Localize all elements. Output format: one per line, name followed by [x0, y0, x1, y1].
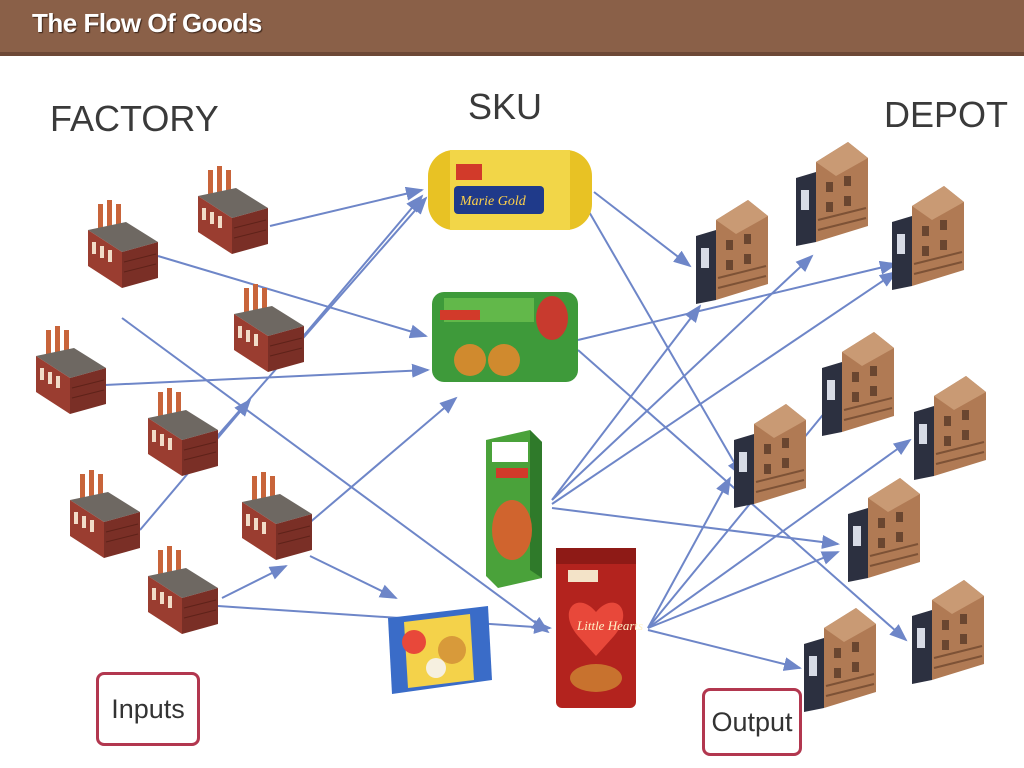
inputs-label: Inputs: [96, 672, 200, 746]
title-bar: The Flow Of Goods: [0, 0, 1024, 56]
page-title: The Flow Of Goods: [32, 8, 262, 38]
factory-icon: [35, 325, 107, 415]
arrows-sku-to-depot: [551, 191, 912, 671]
arrow: [269, 186, 424, 227]
arrow: [647, 551, 840, 629]
arrow: [647, 476, 731, 629]
arrow: [307, 396, 458, 525]
depot-icon: [803, 607, 877, 713]
sku-nutrichoice-box-icon: [486, 430, 542, 588]
arrow: [157, 255, 428, 339]
arrow: [587, 209, 744, 478]
arrow: [577, 260, 898, 341]
factory-icon: [147, 387, 219, 477]
sku-marie-gold-icon: Marie Gold: [428, 150, 592, 230]
depot-icon: [913, 375, 987, 481]
depot-icon: [795, 141, 869, 247]
arrow: [121, 317, 550, 634]
sku-products: Marie Gold Little Hearts: [388, 150, 643, 708]
depot-icon: [733, 403, 807, 509]
depot-icon: [821, 331, 895, 437]
sku-blue-pack-icon: [388, 606, 492, 694]
depots: [695, 141, 987, 713]
factory-icon: [87, 199, 159, 289]
svg-text:Little Hearts: Little Hearts: [576, 618, 643, 633]
depot-icon: [911, 579, 985, 685]
factory-heading: FACTORY: [50, 98, 219, 139]
sku-heading: SKU: [468, 86, 543, 127]
arrow: [593, 191, 692, 268]
arrow: [551, 254, 814, 501]
arrow: [647, 438, 912, 629]
factories: [35, 165, 313, 635]
arrow: [309, 555, 398, 599]
factory-icon: [197, 165, 269, 255]
arrow: [299, 194, 424, 341]
svg-text:Marie Gold: Marie Gold: [459, 194, 527, 209]
factory-icon: [147, 545, 219, 635]
arrow: [551, 304, 702, 501]
depot-icon: [695, 199, 769, 305]
depot-heading: DEPOT: [884, 94, 1009, 135]
arrow: [551, 507, 840, 549]
factory-icon: [69, 469, 141, 559]
arrow: [221, 565, 288, 599]
output-label: Output: [702, 688, 802, 756]
arrow: [217, 605, 552, 634]
sku-green-pack-icon: [432, 292, 578, 382]
factory-icon: [241, 471, 313, 561]
arrow: [647, 629, 802, 671]
arrow: [104, 363, 430, 386]
arrow: [647, 392, 842, 629]
sku-little-hearts-icon: Little Hearts: [556, 548, 643, 708]
depot-icon: [847, 477, 921, 583]
arrow: [551, 270, 898, 505]
depot-icon: [891, 185, 965, 291]
